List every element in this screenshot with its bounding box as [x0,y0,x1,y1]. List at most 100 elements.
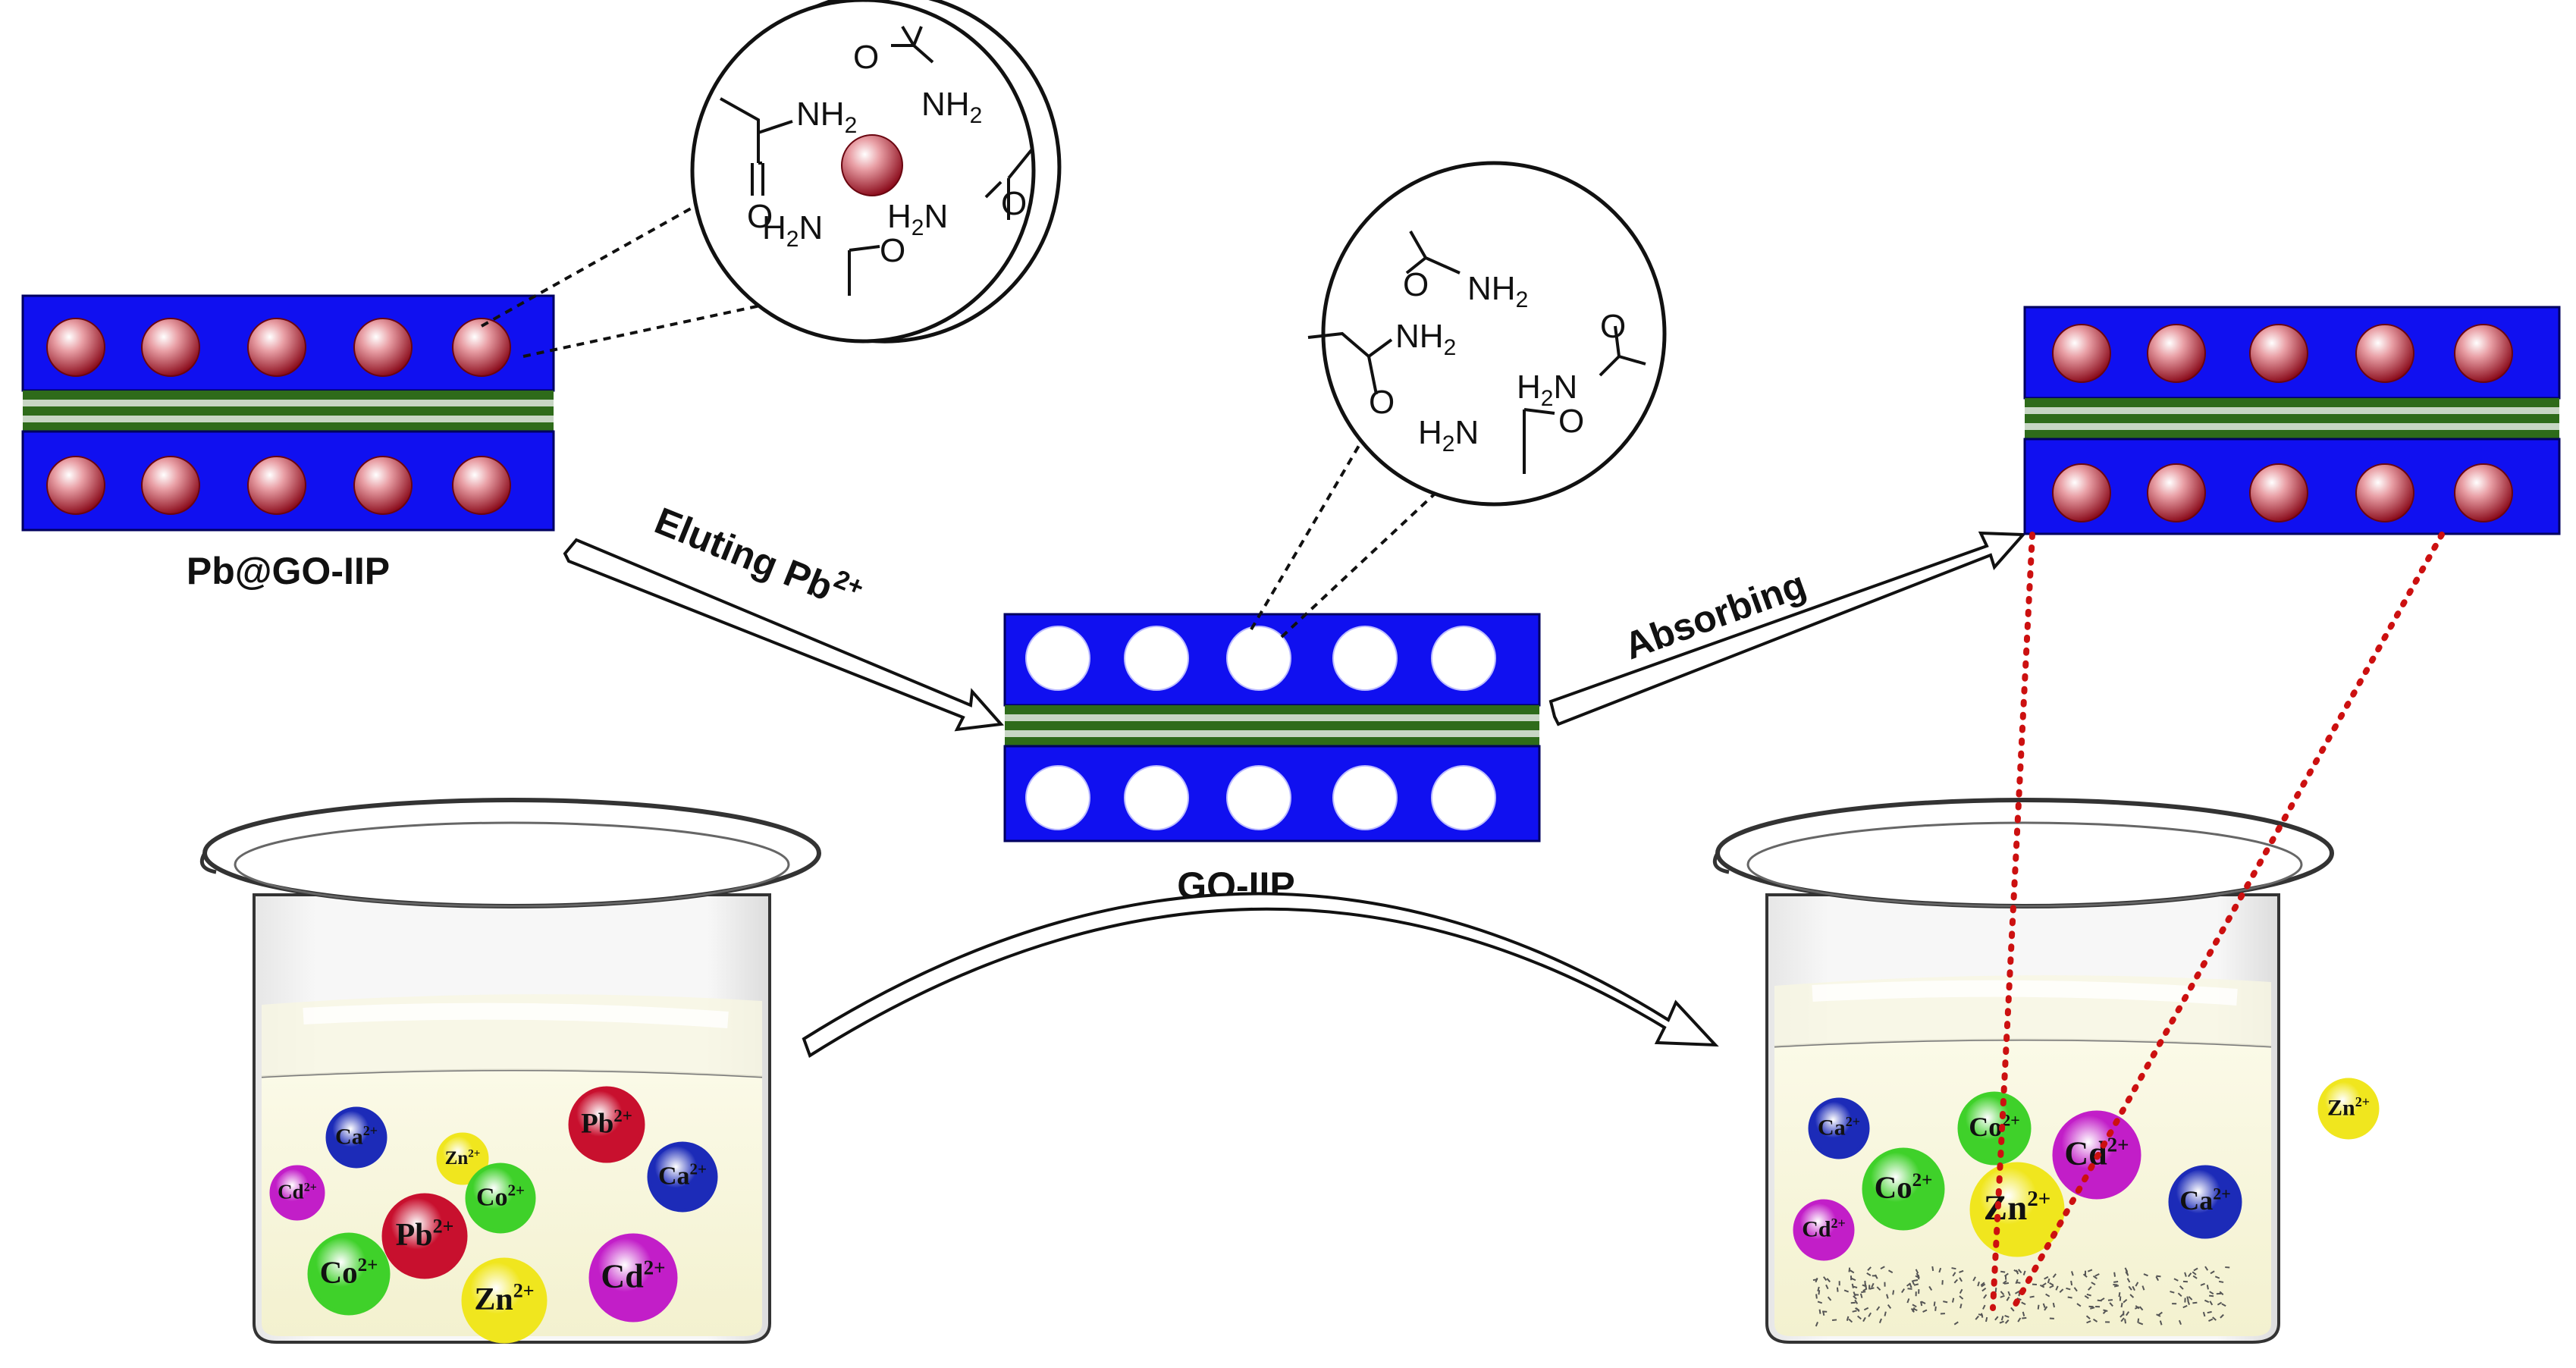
go-iip-block [1003,613,1541,842]
sediment-speck [2004,1319,2010,1324]
absorbing-arrow [1548,531,2027,726]
sediment-speck [2109,1302,2113,1307]
sediment-speck [1884,1311,1887,1316]
sediment-speck [2113,1272,2116,1277]
left-ion-label: Cd2+ [601,1257,665,1295]
sediment-speck [2022,1311,2025,1316]
sediment-speck [2126,1278,2131,1283]
sediment-speck [2200,1282,2205,1286]
sediment-speck [1878,1318,1882,1323]
sediment-speck [2092,1275,2098,1279]
left-ion-label: Pb2+ [396,1216,454,1253]
sediment-speck [1864,1284,1868,1289]
sediment-speck [2052,1273,2057,1279]
sediment-speck [1906,1298,1910,1304]
sediment-speck [2182,1304,2188,1309]
sediment-speck [2007,1291,2011,1297]
sediment-speck [1862,1316,1866,1323]
sediment-speck [1831,1319,1837,1321]
sediment-speck [1843,1289,1850,1293]
chem-h2n-2: H2N [762,209,823,252]
sediment-speck [2219,1291,2224,1296]
sediment-speck [1862,1288,1868,1292]
beaker-right [1712,798,2334,1344]
sediment-speck [2086,1320,2091,1324]
sediment-speck [2178,1319,2182,1326]
chem-o-6: O [1369,384,1395,421]
sediment-speck [2173,1278,2179,1282]
sediment-speck [2119,1313,2124,1318]
sediment-speck [2209,1301,2214,1306]
sediment-speck [2092,1318,2098,1323]
sediment-speck [2067,1296,2072,1299]
sediment-speck [1823,1276,1828,1282]
sediment-speck [1826,1278,1831,1283]
sediment-speck [2049,1285,2054,1288]
sediment-speck [2221,1303,2226,1307]
sediment-speck [1853,1294,1859,1296]
sediment-speck [2037,1304,2040,1310]
sediment-speck [1817,1301,1823,1304]
chem-o-5: O [1403,266,1429,303]
sediment-speck [1818,1290,1821,1295]
sediment-speck [2192,1275,2198,1279]
right-ion-co [1862,1147,1945,1231]
right-ion-label: Zn2+ [1984,1187,2051,1228]
pb-go-iip-block [21,294,555,532]
left-ion-label: Zn2+ [474,1280,534,1317]
sediment-speck [2013,1269,2019,1273]
sediment-speck [2214,1275,2220,1279]
adsorbent-sediment [1812,1266,2230,1327]
sediment-speck [2002,1280,2007,1285]
sediment-speck [2124,1319,2127,1324]
sediment-speck [2088,1286,2092,1291]
sediment-speck [2102,1310,2107,1314]
left-ion-label: Co2+ [320,1254,378,1289]
sediment-speck [2086,1293,2091,1297]
sediment-speck [2186,1296,2189,1301]
imprinted-cavities [1025,626,1496,830]
sediment-speck [2004,1314,2010,1318]
sediment-speck [2010,1307,2015,1312]
sediment-speck [1985,1316,1988,1323]
sediment-speck [1931,1266,1934,1272]
sediment-speck [2209,1291,2214,1295]
sediment-speck [2212,1316,2217,1321]
chem-nh2-4: NH2 [1395,318,1456,360]
sediment-speck [1934,1306,1937,1311]
sediment-speck [2135,1282,2139,1287]
left-ion-ca [647,1141,718,1213]
sediment-speck [2177,1292,2182,1297]
sediment-speck [1912,1304,1917,1308]
right-ion-label: Co2+ [1969,1110,2020,1142]
sediment-speck [1854,1299,1859,1304]
sediment-speck [1874,1274,1878,1279]
pb-go-iip-label: Pb@GO-IIP [187,550,390,592]
sediment-speck [1850,1269,1855,1274]
sediment-speck [1912,1307,1916,1313]
sediment-speck [1861,1291,1866,1294]
sediment-speck [2091,1282,2096,1285]
sediment-speck [1959,1277,1963,1282]
sediment-speck [2119,1296,2122,1301]
sediment-speck [2206,1285,2209,1290]
sediment-speck [2076,1303,2082,1307]
right-ion-label: Co2+ [1875,1169,1933,1204]
sediment-speck [1999,1320,2004,1324]
sediment-speck [2138,1322,2144,1326]
right-ion-label: Ca2+ [2179,1184,2231,1216]
sediment-speck [1959,1288,1963,1294]
pb-ion-center [841,134,903,196]
sediment-speck [2070,1280,2073,1286]
sediment-speck [2042,1303,2046,1308]
sediment-speck [2084,1294,2089,1299]
sediment-speck [1975,1315,1979,1320]
sediment-speck [2107,1299,2113,1301]
sediment-speck [2207,1310,2212,1314]
sediment-speck [2156,1313,2161,1317]
right-ion-ca [1808,1097,1870,1159]
sediment-speck [1825,1284,1829,1290]
sediment-speck [1827,1296,1832,1301]
sediment-speck [1928,1285,1933,1291]
